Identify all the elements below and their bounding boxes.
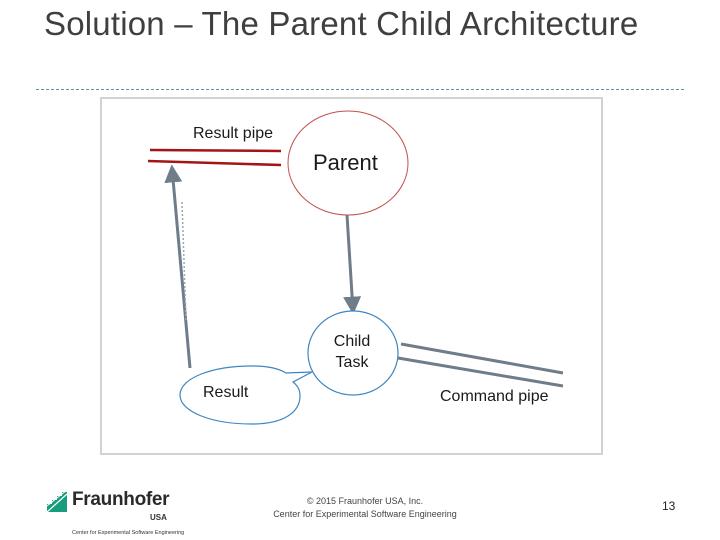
- child-task-label: Child Task: [333, 333, 371, 371]
- result-bubble: [179, 365, 313, 425]
- logo-tagline: Center for Experimental Software Enginee…: [72, 530, 185, 536]
- slide-title: Solution – The Parent Child Architecture: [44, 5, 639, 42]
- diagram-frame: [100, 97, 603, 455]
- logo-name: Fraunhofer: [72, 489, 170, 510]
- footer-copyright-block: © 2015 Fraunhofer USA, Inc. Center for E…: [255, 495, 475, 521]
- parent-to-child-arrow: [343, 214, 362, 315]
- result-pipe-lines: [147, 148, 282, 167]
- command-pipe-label: Command pipe: [440, 388, 549, 405]
- result-to-pipe-arrow: [164, 164, 192, 369]
- logo-sub: USA: [150, 513, 167, 522]
- footer-organization: Center for Experimental Software Enginee…: [273, 509, 457, 519]
- result-pipe-label: Result pipe: [193, 125, 274, 142]
- title-divider: [36, 89, 684, 90]
- page-number: 13: [662, 499, 676, 513]
- child-task-node: [307, 310, 399, 396]
- result-label: Result: [203, 384, 249, 401]
- fraunhofer-logo-mark: [46, 489, 68, 513]
- parent-label: Parent: [313, 150, 378, 175]
- fraunhofer-logo: Fraunhofer USA Center for Experimental S…: [46, 486, 226, 540]
- footer-copyright: © 2015 Fraunhofer USA, Inc.: [306, 496, 424, 506]
- command-pipe-lines: [397, 342, 564, 388]
